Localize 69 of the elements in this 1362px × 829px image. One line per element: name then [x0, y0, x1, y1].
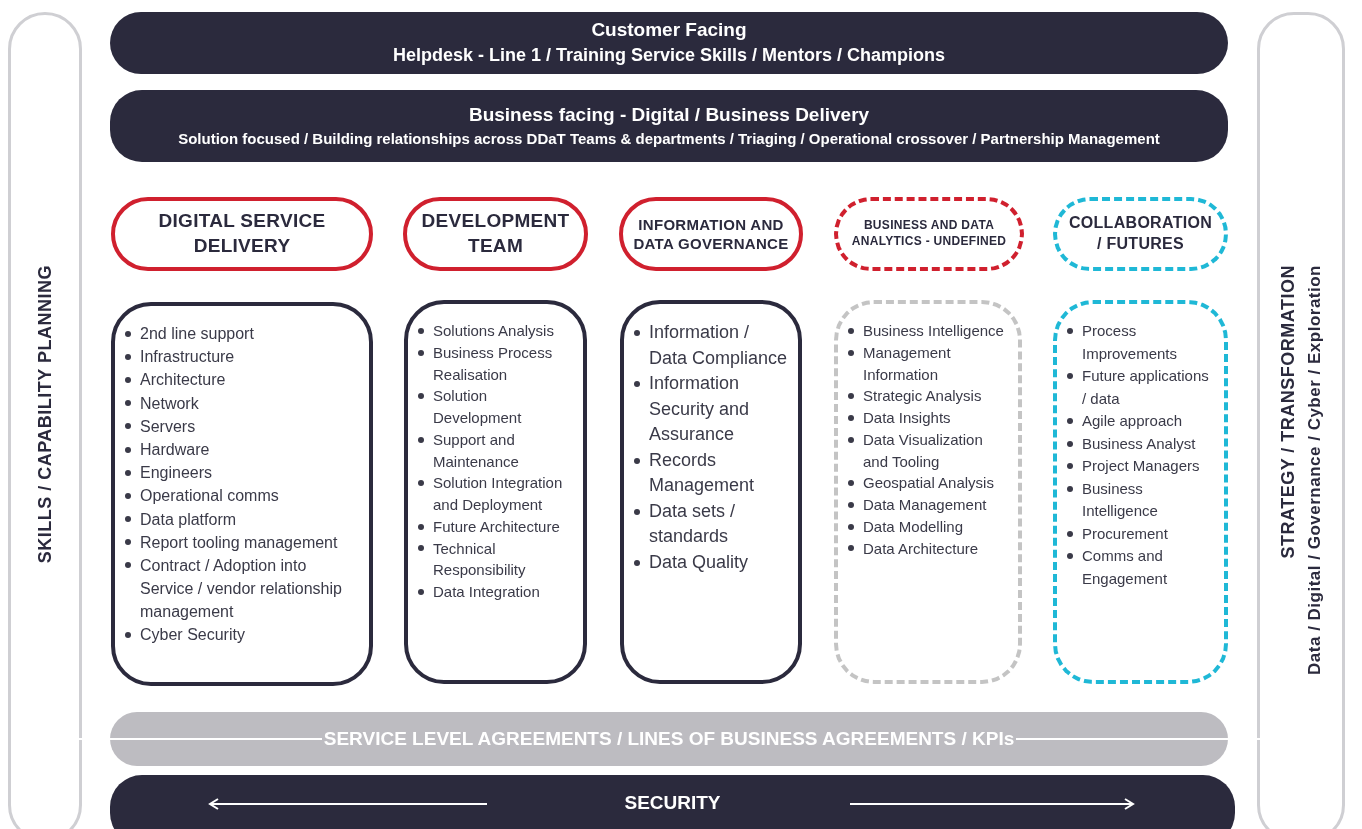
list-panel	[404, 300, 587, 684]
category-pill	[834, 197, 1024, 271]
list-item: Business Intelligence	[1082, 478, 1159, 521]
list-item: Strategic Analysis	[863, 386, 982, 407]
list-item: Management Information	[863, 342, 952, 385]
category-pill	[1053, 197, 1228, 271]
header-band	[110, 90, 1228, 162]
list-item: Data sets / standards	[649, 499, 737, 549]
band-label: SKILLS / CAPABILITY PLANNING	[34, 265, 56, 564]
list-item: Procurement	[1082, 523, 1168, 544]
list-item: Comms and Engagement	[1082, 546, 1169, 589]
list-item: Data Integration	[433, 582, 540, 602]
band-label: STRATEGY / TRANSFORMATION	[1277, 265, 1299, 559]
list-item: Engineers	[140, 463, 213, 484]
list-item: Hardware	[140, 439, 210, 460]
band-label: Data / Digital / Governance / Cyber / Exploration	[1304, 265, 1325, 675]
list-item: Agile approach	[1082, 411, 1183, 431]
list-item: Solutions Analysis	[433, 321, 554, 341]
list-item: Data platform	[140, 509, 237, 530]
list-panel	[620, 300, 802, 684]
category-pill	[619, 197, 803, 271]
category-title: INFORMATION AND DATA GOVERNANCE	[633, 214, 789, 254]
list-item: Business Analyst	[1082, 433, 1196, 454]
list-item: Infrastructure	[140, 347, 235, 368]
list-item: Business Process Realisation	[433, 342, 554, 385]
category-pill	[403, 197, 588, 271]
category-pill	[111, 197, 373, 271]
list-item: Technical Responsibility	[433, 538, 527, 581]
band-label: SECURITY	[624, 792, 721, 814]
list-item: Business Intelligence	[863, 321, 1004, 341]
list-item: Information / Data Compliance	[649, 321, 789, 370]
list-item: Solution Integration and Deployment	[433, 473, 564, 515]
list-item: Servers	[140, 416, 196, 437]
category-title: COLLABORATION / FUTURES	[1067, 213, 1214, 254]
list-panel	[1053, 300, 1228, 684]
side-band	[8, 12, 82, 829]
list-item: 2nd line support	[140, 324, 254, 344]
list-item: Data Visualization and Tooling	[863, 429, 984, 472]
list-item: Information Security and Assurance	[649, 372, 751, 447]
list-item: Process Improvements	[1082, 321, 1179, 364]
list-item: Support and Maintenance	[433, 429, 520, 472]
list-item: Data Management	[863, 495, 987, 515]
list-item: Operational comms	[140, 486, 279, 507]
list-item: Network	[140, 393, 199, 414]
side-band	[1257, 12, 1345, 829]
category-title: BUSINESS AND DATA ANALYTICS - UNDEFINED	[850, 218, 1008, 250]
band-subtitle: Solution focused / Building relationships across DDaT Teams & departments / Triaging / Operational crossover / Partnership Management	[178, 128, 1160, 149]
list-item: Data Modelling	[863, 516, 964, 537]
list-item: Data Insights	[863, 408, 951, 428]
band-subtitle: Helpdesk - Line 1 / Training Service Skills / Mentors / Champions	[392, 43, 946, 67]
list-item: Data Quality	[649, 550, 749, 574]
list-item: Report tooling management	[140, 532, 338, 553]
category-title: DEVELOPMENT TEAM	[420, 209, 571, 258]
band-title: Business facing - Digital / Business Delivery	[468, 103, 870, 128]
list-item: Architecture	[140, 370, 226, 391]
list-item: Project Managers	[1082, 456, 1200, 476]
list-item: Records Management	[649, 448, 756, 498]
security-band	[110, 775, 1235, 829]
list-item: Data Architecture	[863, 538, 979, 559]
list-item: Contract / Adoption into Service / vendor relationship management	[140, 555, 343, 623]
list-item: Geospatial Analysis	[863, 473, 994, 494]
list-item: Future Architecture	[433, 516, 560, 537]
category-title: DIGITAL SERVICE DELIVERY	[157, 209, 327, 258]
band-title: Customer Facing	[591, 18, 747, 43]
list-panel	[834, 300, 1022, 684]
list-item: Solution Development	[433, 386, 523, 428]
list-item: Cyber Security	[140, 625, 245, 646]
list-panel	[111, 302, 373, 686]
list-item: Future applications / data	[1082, 366, 1210, 409]
